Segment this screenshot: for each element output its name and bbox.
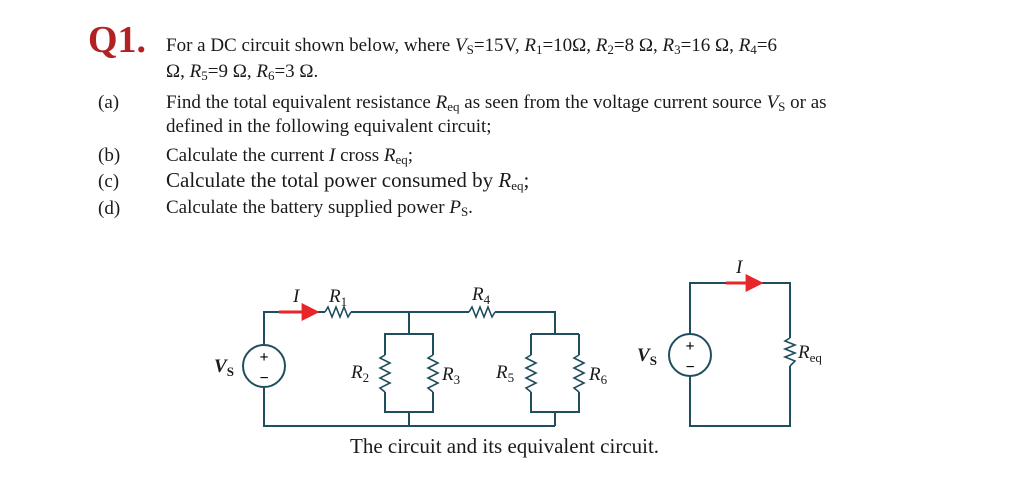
main-circuit-wires	[263, 311, 580, 427]
eq-wire-top	[689, 282, 791, 338]
req-symbol: R	[498, 168, 512, 192]
current-symbol: I	[329, 145, 336, 166]
part-a-line-1: Find the total equivalent resistance Req…	[166, 91, 827, 115]
question-number: Q1.	[88, 19, 147, 61]
problem-line-2: Ω, R5=9 Ω, R6=3 Ω.	[166, 60, 318, 84]
wire-top-left	[263, 311, 325, 344]
resistor-r2	[378, 354, 392, 393]
r5-subscript: 5	[201, 68, 208, 83]
resistor-req	[782, 337, 798, 367]
voltage-source-main: + −	[242, 344, 286, 388]
part-a-line-2: defined in the following equivalent circ…	[166, 116, 492, 137]
unit-text: Ω,	[166, 61, 190, 82]
part-d-end: .	[468, 197, 473, 218]
r4-subscript: 4	[750, 42, 757, 57]
resistor-r4	[468, 304, 496, 320]
req-symbol: R	[435, 92, 448, 113]
eq-source-plus: +	[685, 338, 694, 355]
source-minus: −	[259, 370, 268, 387]
wire-r23-bottom	[384, 392, 434, 413]
wire-r56-bottom	[530, 392, 580, 413]
part-c-text: Calculate the total power consumed by Re…	[166, 168, 529, 192]
vs-symbol: V	[766, 92, 779, 113]
part-b-mid: cross	[335, 145, 384, 166]
wire-bottom	[263, 388, 555, 427]
resistor-r1	[324, 304, 352, 320]
voltage-source-equivalent: + −	[668, 333, 712, 377]
label-r1: R1	[328, 286, 347, 309]
part-c-pre: Calculate the total power consumed by	[166, 168, 499, 192]
ps-symbol: P	[449, 197, 461, 218]
eq-source-minus: −	[685, 359, 694, 376]
ps-subscript: S	[460, 204, 469, 219]
label-r4: R4	[471, 284, 491, 307]
wire-r3-top	[409, 333, 434, 355]
r3-subscript: 3	[674, 42, 681, 57]
source-plus: +	[259, 349, 268, 366]
r2-subscript: 2	[607, 42, 614, 57]
r2-symbol: R	[595, 35, 608, 56]
vs-subscript: S	[778, 99, 786, 114]
part-a-text: Find the total equivalent resistance	[166, 92, 436, 113]
problem-line-1: For a DC circuit shown below, where VS=1…	[166, 34, 777, 58]
r2-value: =8 Ω,	[613, 35, 663, 56]
req-subscript: eq	[447, 99, 460, 114]
part-c-end: ;	[523, 168, 530, 192]
part-d-label: (d)	[98, 198, 121, 219]
req-subscript: eq	[395, 152, 408, 167]
label-vs: VS	[214, 356, 234, 379]
wire-r2-top	[384, 312, 410, 355]
vs-value: =15V,	[473, 35, 525, 56]
part-c-label: (c)	[98, 171, 120, 192]
r6-value: =3 Ω.	[274, 61, 319, 82]
equivalent-labels: I VS Req	[637, 257, 822, 368]
label-r6: R6	[588, 364, 608, 387]
part-b-label: (b)	[98, 145, 121, 166]
label-r5: R5	[495, 362, 514, 385]
part-b-pre: Calculate the current	[166, 145, 330, 166]
part-b-text: Calculate the current I cross Req;	[166, 144, 413, 168]
label-req: Req	[797, 342, 822, 365]
label-r3: R3	[441, 364, 460, 387]
wire-top-right	[495, 311, 556, 334]
r3-value: =16 Ω,	[680, 35, 739, 56]
r5-value: =9 Ω,	[207, 61, 257, 82]
eq-label-vs: VS	[637, 345, 657, 368]
part-a-text-3: or as	[785, 92, 827, 113]
figure-caption: The circuit and its equivalent circuit.	[350, 434, 660, 458]
r4-symbol: R	[738, 35, 751, 56]
r5-symbol: R	[189, 61, 202, 82]
resistor-r3	[426, 354, 440, 393]
label-r2: R2	[350, 362, 369, 385]
r1-value: =10Ω,	[542, 35, 596, 56]
vs-subscript: S	[466, 42, 474, 57]
part-a-text-2: as seen from the voltage current source	[459, 92, 767, 113]
req-symbol: R	[383, 145, 396, 166]
r6-subscript: 6	[267, 68, 275, 83]
part-b-end: ;	[407, 145, 414, 166]
resistor-r5	[524, 354, 538, 393]
eq-current-label: I	[735, 257, 744, 278]
circuit-labels: I R1 R4 R2 R3 R5 R6 VS	[214, 284, 608, 387]
part-a-label: (a)	[98, 92, 120, 113]
r6-symbol: R	[256, 61, 268, 82]
part-d-pre: Calculate the battery supplied power	[166, 197, 450, 218]
r1-symbol: R	[524, 35, 536, 56]
r1-subscript: 1	[535, 42, 543, 57]
part-d-text: Calculate the battery supplied power PS.	[166, 196, 473, 220]
vs-symbol: V	[454, 35, 467, 56]
r3-symbol: R	[662, 35, 675, 56]
current-label: I	[292, 286, 301, 307]
resistors	[324, 304, 586, 393]
eq-wire-bottom	[689, 366, 791, 427]
r4-value: =6	[756, 35, 778, 56]
intro-text: For a DC circuit shown below, where	[166, 35, 455, 56]
req-subscript: eq	[511, 178, 524, 193]
resistor-r6	[572, 354, 586, 393]
